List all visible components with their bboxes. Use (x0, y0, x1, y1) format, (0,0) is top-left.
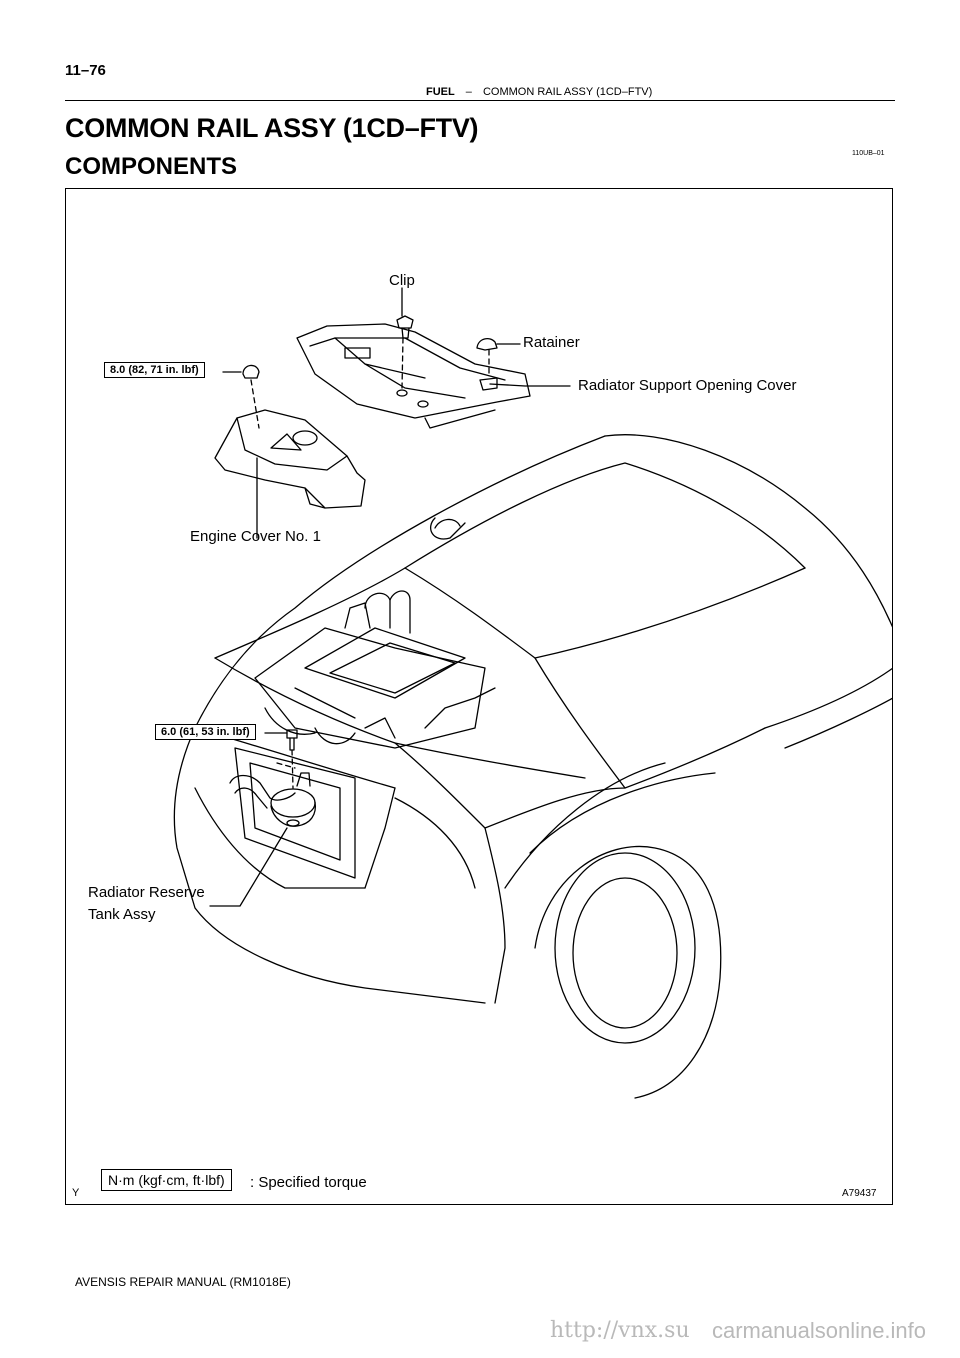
header-section: FUEL (426, 86, 455, 98)
figure-id: A79437 (842, 1188, 877, 1199)
label-clip: Clip (389, 272, 415, 289)
watermark-link[interactable]: http://vnx.su (550, 1318, 690, 1343)
label-radiator-support-opening-cover: Radiator Support Opening Cover (578, 377, 797, 394)
clip-drawing (396, 315, 414, 339)
legend-text: : Specified torque (250, 1174, 367, 1191)
footer-manual-name: AVENSIS REPAIR MANUAL (RM1018E) (75, 1275, 291, 1289)
torque-spec-reserve-tank: 6.0 (61, 53 in. lbf) (155, 724, 256, 740)
component-diagram (173, 287, 893, 1099)
header-topic: COMMON RAIL ASSY (1CD–FTV) (482, 86, 653, 98)
legend-torque-unit-box: N·m (kgf·cm, ft·lbf) (101, 1169, 232, 1191)
radiator-support-opening-cover-drawing (296, 323, 531, 429)
figure-frame (65, 188, 893, 1205)
engine-cover-drawing (214, 409, 366, 509)
ratainer-drawing (476, 337, 498, 351)
figure-corner-mark: Y (72, 1187, 80, 1199)
section-heading: COMPONENTS (65, 153, 238, 180)
torque-spec-engine-cover: 8.0 (82, 71 in. lbf) (104, 362, 205, 378)
watermark-site[interactable]: carmanualsonline.info (712, 1318, 927, 1343)
page-title: COMMON RAIL ASSY (1CD–FTV) (65, 113, 479, 143)
header-rule (65, 100, 895, 101)
label-radiator-reserve-tank-line1: Radiator Reserve (88, 884, 205, 901)
label-engine-cover-no1: Engine Cover No. 1 (190, 528, 321, 545)
running-header: FUEL – COMMON RAIL ASSY (1CD–FTV) (426, 86, 652, 98)
header-separator: – (465, 86, 472, 98)
label-radiator-reserve-tank-line2: Tank Assy (88, 906, 156, 923)
page-number: 11–76 (65, 62, 106, 79)
reference-code: 110UB–01 (852, 150, 885, 157)
install-lines (250, 337, 490, 789)
label-ratainer: Ratainer (523, 334, 580, 351)
radiator-reserve-tank-drawing (229, 772, 317, 827)
engine-cover-nut-drawing (242, 364, 260, 379)
car-body-drawing (173, 434, 893, 1099)
leader-lines (209, 287, 571, 907)
